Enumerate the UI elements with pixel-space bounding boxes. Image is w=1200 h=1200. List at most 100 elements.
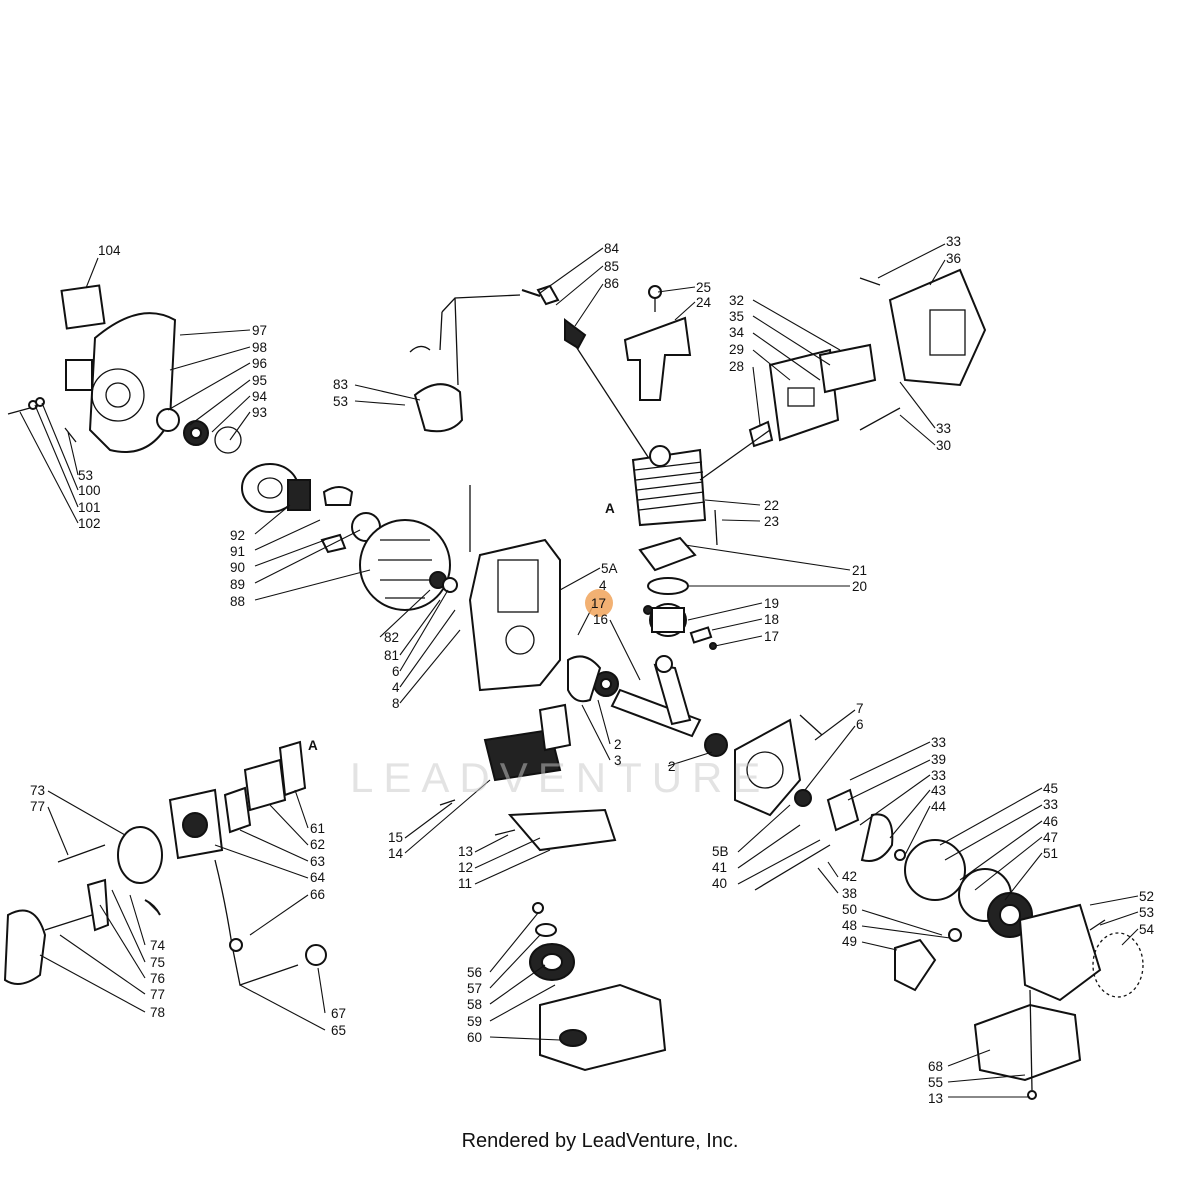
callout-28[interactable]: 28 (729, 359, 744, 374)
callout-33[interactable]: 33 (931, 735, 946, 750)
callout-14[interactable]: 14 (388, 846, 404, 861)
callout-17[interactable]: 17 (591, 596, 606, 611)
callout-94[interactable]: 94 (252, 389, 268, 404)
callout-25[interactable]: 25 (696, 280, 711, 295)
callout-32[interactable]: 32 (729, 293, 744, 308)
callout-77[interactable]: 77 (30, 799, 45, 814)
callout-50[interactable]: 50 (842, 902, 857, 917)
callout-4[interactable]: 4 (599, 578, 607, 593)
callout-81[interactable]: 81 (384, 648, 399, 663)
callout-16[interactable]: 16 (593, 612, 608, 627)
callout-90[interactable]: 90 (230, 560, 245, 575)
callout-39[interactable]: 39 (931, 752, 946, 767)
callout-82[interactable]: 82 (384, 630, 399, 645)
callout-78[interactable]: 78 (150, 1005, 165, 1020)
callout-84[interactable]: 84 (604, 241, 620, 256)
callout-11[interactable]: 11 (458, 876, 472, 891)
callout-68[interactable]: 68 (928, 1059, 943, 1074)
callout-highlight-marker[interactable] (585, 589, 613, 617)
callout-67[interactable]: 67 (331, 1006, 346, 1021)
callout-59[interactable]: 59 (467, 1014, 482, 1029)
callout-15[interactable]: 15 (388, 830, 403, 845)
callout-86[interactable]: 86 (604, 276, 619, 291)
callout-53[interactable]: 53 (333, 394, 348, 409)
callout-75[interactable]: 75 (150, 955, 165, 970)
callout-24[interactable]: 24 (696, 295, 712, 310)
callout-61[interactable]: 61 (310, 821, 325, 836)
callout-36[interactable]: 36 (946, 251, 961, 266)
callout-95[interactable]: 95 (252, 373, 267, 388)
callout-19[interactable]: 19 (764, 596, 779, 611)
callout-97[interactable]: 97 (252, 323, 267, 338)
callout-53[interactable]: 53 (1139, 905, 1154, 920)
callout-33[interactable]: 33 (946, 234, 961, 249)
callout-21[interactable]: 21 (852, 563, 867, 578)
callout-104[interactable]: 104 (98, 243, 121, 258)
callout-102[interactable]: 102 (78, 516, 101, 531)
callout-2[interactable]: 2 (614, 737, 622, 752)
callout-13[interactable]: 13 (928, 1091, 943, 1106)
callout-42[interactable]: 42 (842, 869, 857, 884)
callout-40[interactable]: 40 (712, 876, 727, 891)
callout-74[interactable]: 74 (150, 938, 166, 953)
callout-41[interactable]: 41 (712, 860, 727, 875)
callout-49[interactable]: 49 (842, 934, 857, 949)
callout-3[interactable]: 3 (614, 753, 622, 768)
callout-13[interactable]: 13 (458, 844, 473, 859)
callout-33[interactable]: 33 (931, 768, 946, 783)
callout-56[interactable]: 56 (467, 965, 482, 980)
callout-18[interactable]: 18 (764, 612, 779, 627)
callout-65[interactable]: 65 (331, 1023, 346, 1038)
callout-43[interactable]: 43 (931, 783, 946, 798)
callout-100[interactable]: 100 (78, 483, 101, 498)
callout-92[interactable]: 92 (230, 528, 245, 543)
callout-29[interactable]: 29 (729, 342, 744, 357)
callout-60[interactable]: 60 (467, 1030, 482, 1045)
callout-7[interactable]: 7 (856, 701, 864, 716)
callout-89[interactable]: 89 (230, 577, 245, 592)
callout-48[interactable]: 48 (842, 918, 857, 933)
callout-30[interactable]: 30 (936, 438, 951, 453)
callout-77[interactable]: 77 (150, 987, 165, 1002)
callout-88[interactable]: 88 (230, 594, 245, 609)
callout-73[interactable]: 73 (30, 783, 45, 798)
callout-52[interactable]: 52 (1139, 889, 1154, 904)
callout-51[interactable]: 51 (1043, 846, 1058, 861)
callout-64[interactable]: 64 (310, 870, 326, 885)
callout-46[interactable]: 46 (1043, 814, 1058, 829)
callout-66[interactable]: 66 (310, 887, 325, 902)
callout-6[interactable]: 6 (392, 664, 400, 679)
callout-76[interactable]: 76 (150, 971, 165, 986)
callout-58[interactable]: 58 (467, 997, 482, 1012)
callout-34[interactable]: 34 (729, 325, 745, 340)
callout-53[interactable]: 53 (78, 468, 93, 483)
callout-6[interactable]: 6 (856, 717, 864, 732)
reference-marker-label[interactable]: A (605, 501, 615, 516)
callout-38[interactable]: 38 (842, 886, 857, 901)
reference-marker-label[interactable]: A (308, 738, 318, 753)
callout-57[interactable]: 57 (467, 981, 482, 996)
callout-12[interactable]: 12 (458, 860, 473, 875)
callout-83[interactable]: 83 (333, 377, 348, 392)
callout-85[interactable]: 85 (604, 259, 619, 274)
callout-101[interactable]: 101 (78, 500, 101, 515)
callout-23[interactable]: 23 (764, 514, 779, 529)
callout-96[interactable]: 96 (252, 356, 267, 371)
callout-5B[interactable]: 5B (712, 844, 729, 859)
callout-17[interactable]: 17 (764, 629, 779, 644)
callout-4[interactable]: 4 (392, 680, 400, 695)
callout-2[interactable]: 2 (668, 759, 676, 774)
callout-33[interactable]: 33 (936, 421, 951, 436)
callout-8[interactable]: 8 (392, 696, 400, 711)
callout-47[interactable]: 47 (1043, 830, 1058, 845)
callout-20[interactable]: 20 (852, 579, 867, 594)
callout-5A[interactable]: 5A (601, 561, 618, 576)
callout-35[interactable]: 35 (729, 309, 744, 324)
callout-91[interactable]: 91 (230, 544, 245, 559)
callout-93[interactable]: 93 (252, 405, 267, 420)
callout-98[interactable]: 98 (252, 340, 267, 355)
callout-22[interactable]: 22 (764, 498, 779, 513)
callout-63[interactable]: 63 (310, 854, 325, 869)
callout-55[interactable]: 55 (928, 1075, 943, 1090)
callout-44[interactable]: 44 (931, 799, 947, 814)
